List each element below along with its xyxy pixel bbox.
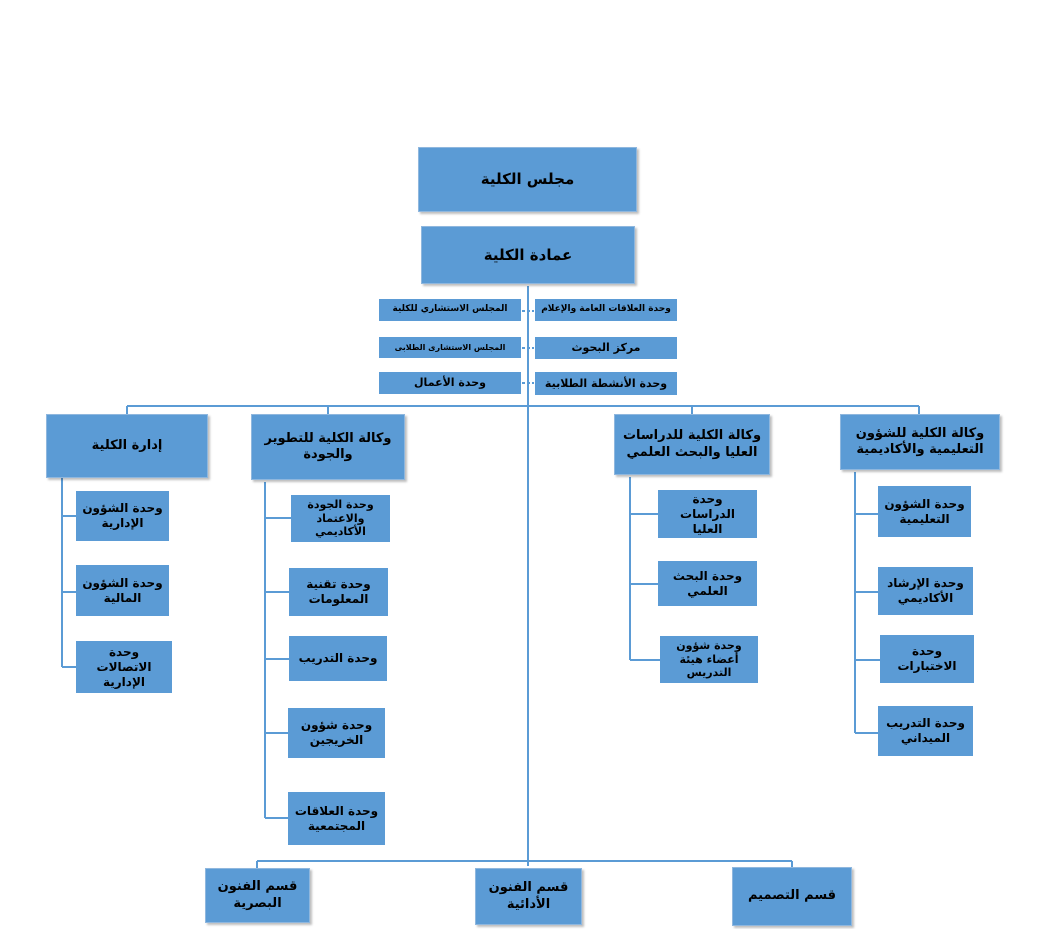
acad-unit-exams: وحدة الاختبارات	[880, 635, 974, 683]
deanship-label: عمادة الكلية	[483, 245, 573, 264]
development-quality-box: وكالة الكلية للتطوير والجودة	[251, 414, 405, 480]
advisory-council-box: المجلس الاستشاري للكلية	[379, 299, 521, 321]
dept-performing-arts-box: قسم الفنون الأدائية	[475, 868, 582, 925]
pr-media-box: وحدة العلاقات العامة والإعلام	[535, 299, 677, 321]
dev-unit-alumni: وحدة شؤون الخريجين	[288, 708, 385, 758]
dev-unit-training: وحدة التدريب	[289, 636, 387, 681]
research-center-box: مركز البحوث	[535, 337, 677, 359]
graduate-research-box: وكالة الكلية للدراسات العليا والبحث العل…	[614, 414, 770, 475]
student-activities-box: وحدة الأنشطة الطلابية	[535, 372, 677, 395]
acad-unit-advising: وحدة الإرشاد الأكاديمي	[878, 567, 973, 615]
academic-affairs-box: وكالة الكلية للشؤون التعليمية والأكاديمي…	[840, 414, 1000, 470]
dev-unit-quality: وحدة الجودة والاعتماد الأكاديمي	[291, 495, 390, 542]
college-council-label: مجلس الكلية	[480, 170, 575, 189]
student-advisory-box: المجلس الاستشارى الطلابى	[379, 337, 521, 358]
business-unit-box: وحدة الأعمال	[379, 372, 521, 394]
admin-unit-administrative: وحدة الشؤون الإدارية	[76, 491, 169, 541]
acad-unit-field-training: وحدة التدريب الميداني	[878, 706, 973, 756]
grad-unit-research: وحدة البحث العلمي	[658, 561, 757, 606]
admin-unit-financial: وحدة الشؤون المالية	[76, 565, 169, 616]
dept-design-box: قسم التصميم	[732, 867, 852, 926]
admin-unit-communications: وحدة الاتصالات الإدارية	[76, 641, 172, 693]
deanship-box: عمادة الكلية	[421, 226, 635, 284]
grad-unit-graduate-studies: وحدة الدراسات العليا	[658, 490, 757, 538]
dev-unit-it: وحدة تقنية المعلومات	[289, 568, 388, 616]
dev-unit-community: وحدة العلاقات المجتمعية	[288, 792, 385, 845]
dept-visual-arts-box: قسم الفنون البصرية	[205, 868, 310, 923]
grad-unit-faculty: وحدة شؤون أعضاء هيئة التدريس	[660, 636, 758, 683]
college-council-box: مجلس الكلية	[418, 147, 637, 212]
acad-unit-educational: وحدة الشؤون التعليمية	[878, 486, 971, 537]
college-administration-box: إدارة الكلية	[46, 414, 208, 478]
